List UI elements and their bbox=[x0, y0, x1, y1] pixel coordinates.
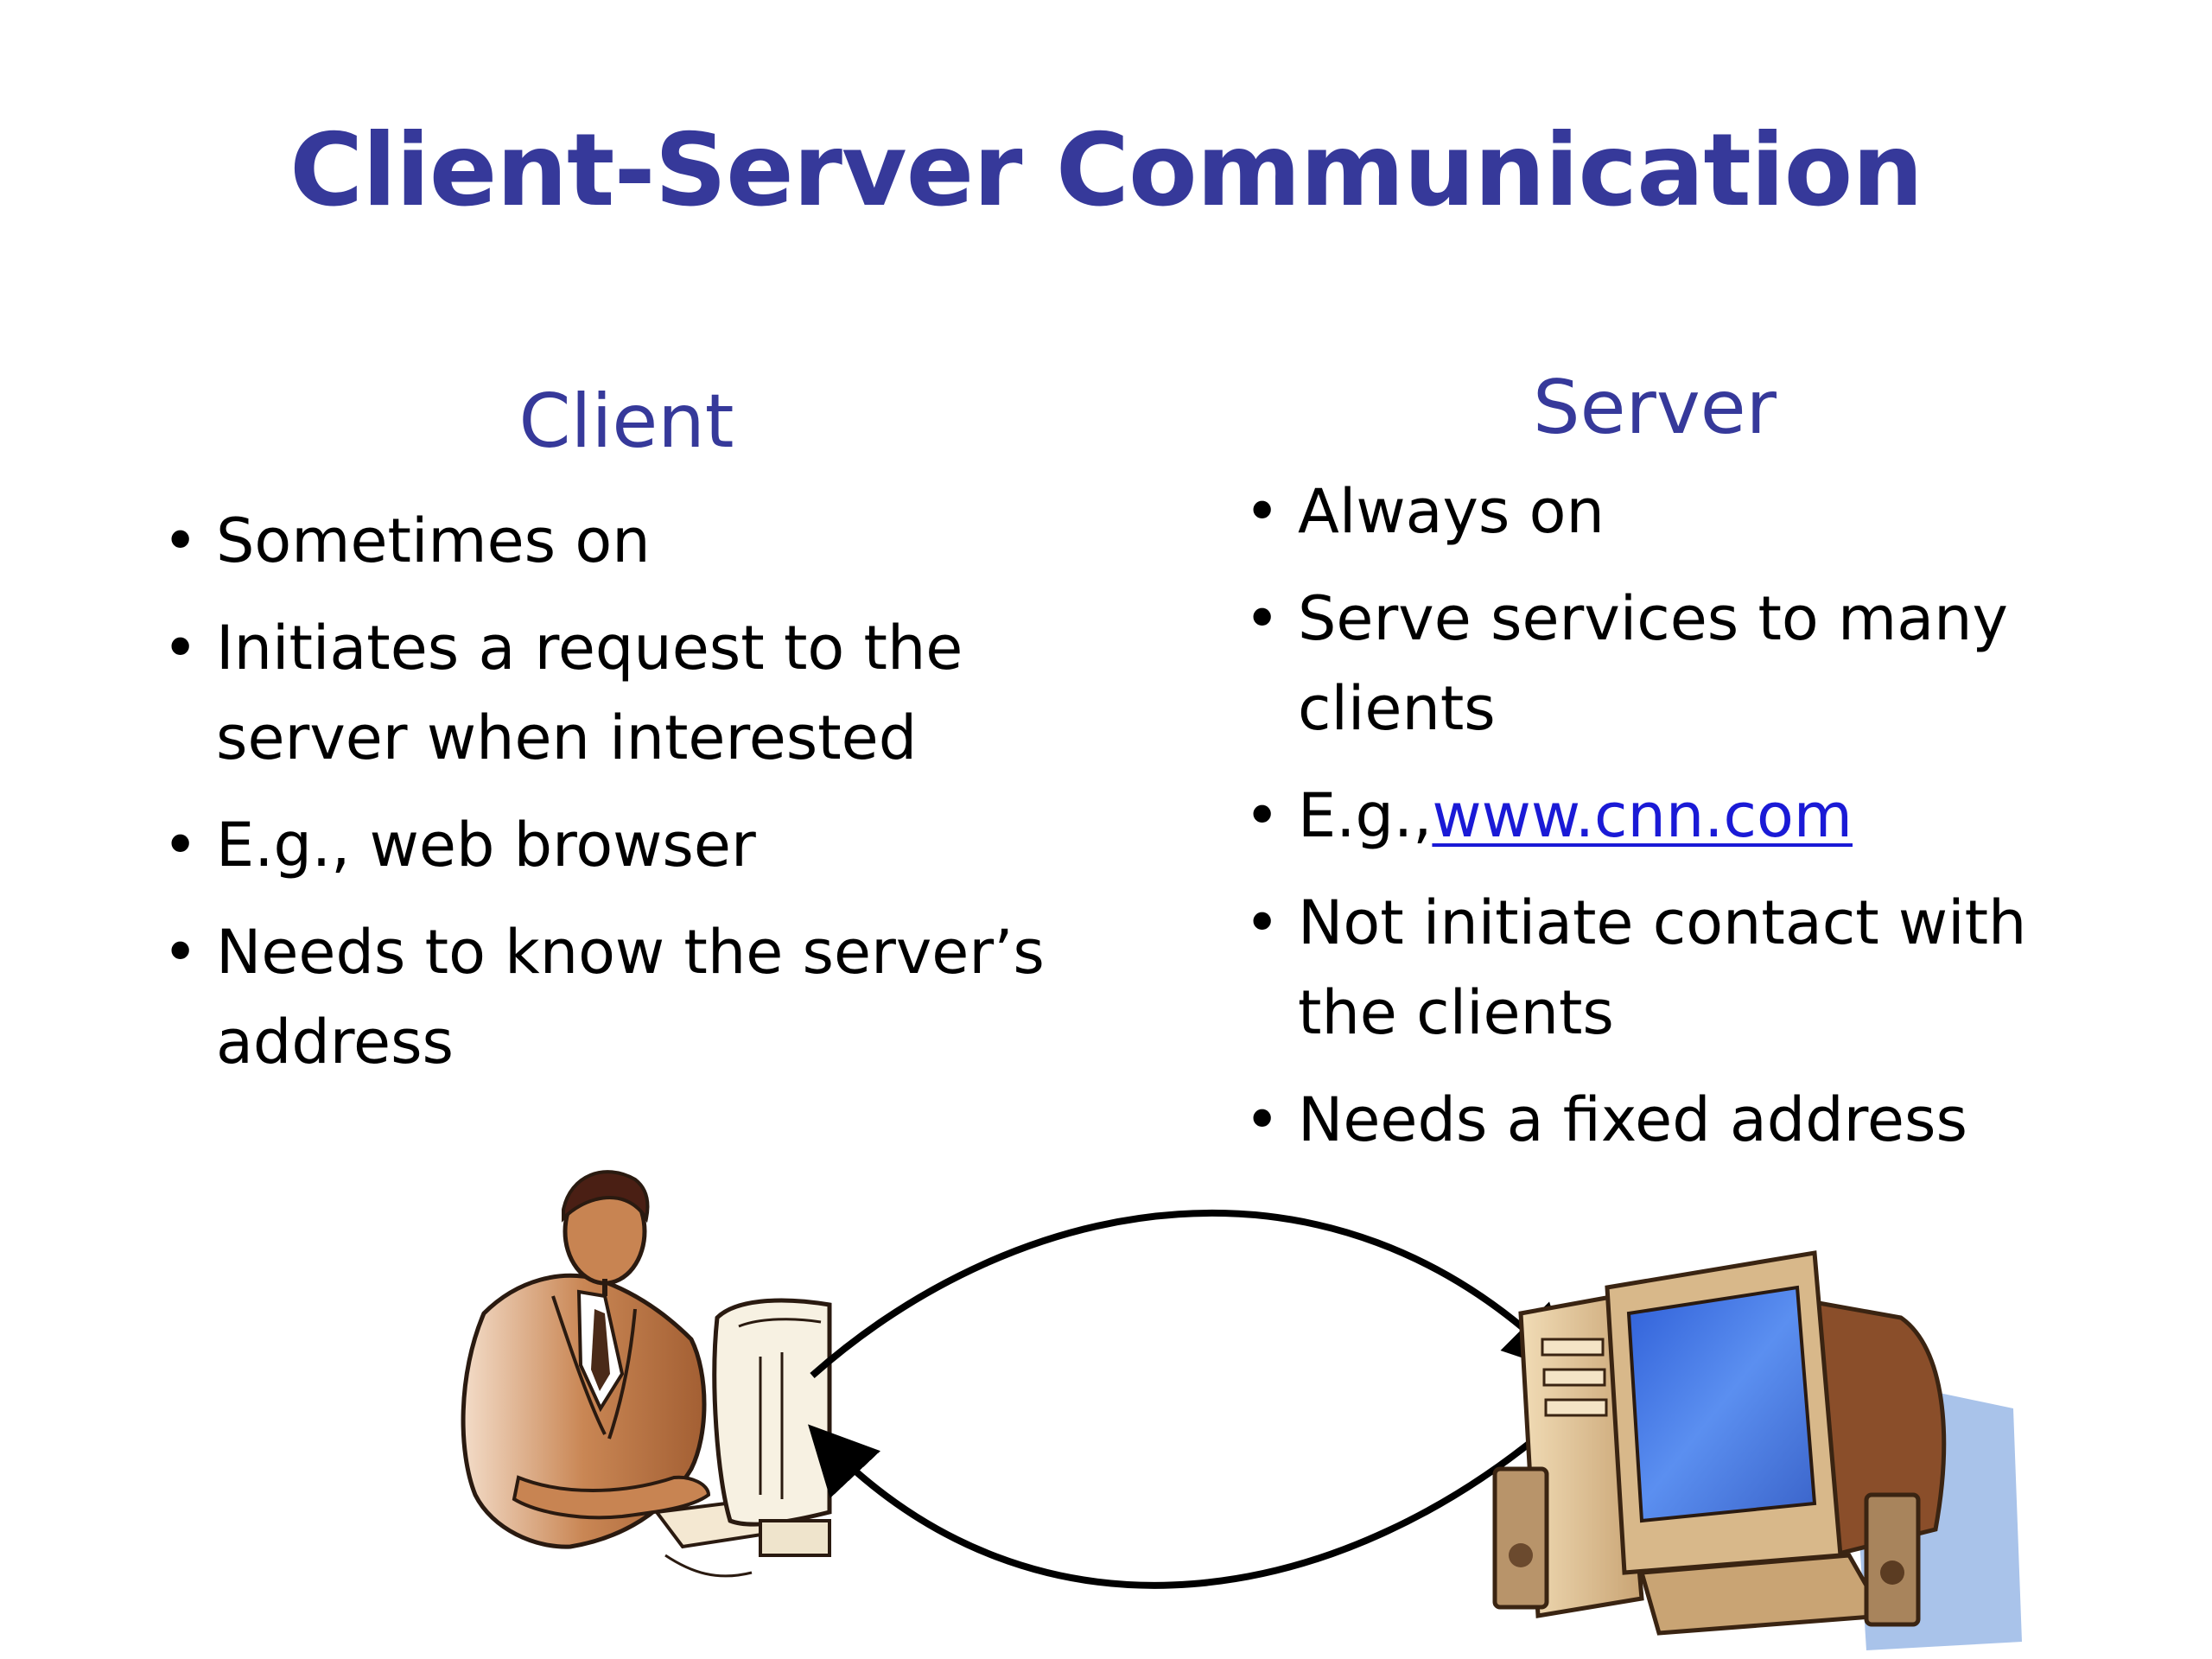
server-bullet-text: Serve services to many bbox=[1298, 583, 2008, 654]
client-bullet: Sometimes on bbox=[162, 496, 1078, 586]
client-heading: Client bbox=[518, 378, 734, 465]
server-bullet: Needs a fixed address bbox=[1244, 1075, 2108, 1165]
server-bullet-list: Always on Serve services to manyclients … bbox=[1244, 467, 2108, 1182]
client-bullet-text: Sometimes on bbox=[216, 505, 651, 576]
server-bullet-text-continued: the clients bbox=[1298, 977, 1614, 1048]
client-person-icon bbox=[461, 1170, 799, 1578]
page-title: Client-Server Communication bbox=[289, 112, 1923, 229]
server-bullet-text: Always on bbox=[1298, 476, 1605, 547]
client-bullet-text-continued: address bbox=[216, 1007, 454, 1077]
server-bullet: E.g.,www.cnn.com bbox=[1244, 771, 2108, 861]
client-computer-icon bbox=[712, 1298, 832, 1557]
client-bullet-text: Needs to know the server’s bbox=[216, 917, 1045, 988]
client-bullet: E.g., web browser bbox=[162, 800, 1078, 890]
client-bullet: Initiates a request to the server when in… bbox=[162, 603, 1078, 783]
client-bullet-text: E.g., web browser bbox=[216, 810, 756, 880]
response-arrow bbox=[808, 1410, 1568, 1589]
server-bullet-prefix: E.g., bbox=[1298, 780, 1433, 851]
client-bullet-text: Initiates a request to the bbox=[216, 613, 963, 683]
server-bullet: Always on bbox=[1244, 467, 2108, 556]
client-bullet-list: Sometimes on Initiates a request to the s… bbox=[162, 496, 1078, 1104]
server-bullet-text: Needs a fixed address bbox=[1298, 1084, 1967, 1155]
server-bullet-text-continued: clients bbox=[1298, 673, 1496, 744]
example-server-link[interactable]: www.cnn.com bbox=[1432, 780, 1853, 851]
client-bullet: Needs to know the server’s address bbox=[162, 907, 1078, 1087]
server-computer-icon bbox=[1492, 1250, 2022, 1650]
server-bullet-text: Not initiate contact with bbox=[1298, 887, 2027, 958]
client-server-diagram bbox=[461, 1170, 2022, 1650]
server-heading: Server bbox=[1532, 365, 1777, 451]
server-bullet: Serve services to many clients bbox=[1244, 574, 2108, 753]
server-bullet: Not initiate contact with the clients bbox=[1244, 878, 2108, 1058]
client-bullet-text-continued: server when interested bbox=[216, 702, 918, 773]
request-arrow bbox=[810, 1209, 1574, 1378]
